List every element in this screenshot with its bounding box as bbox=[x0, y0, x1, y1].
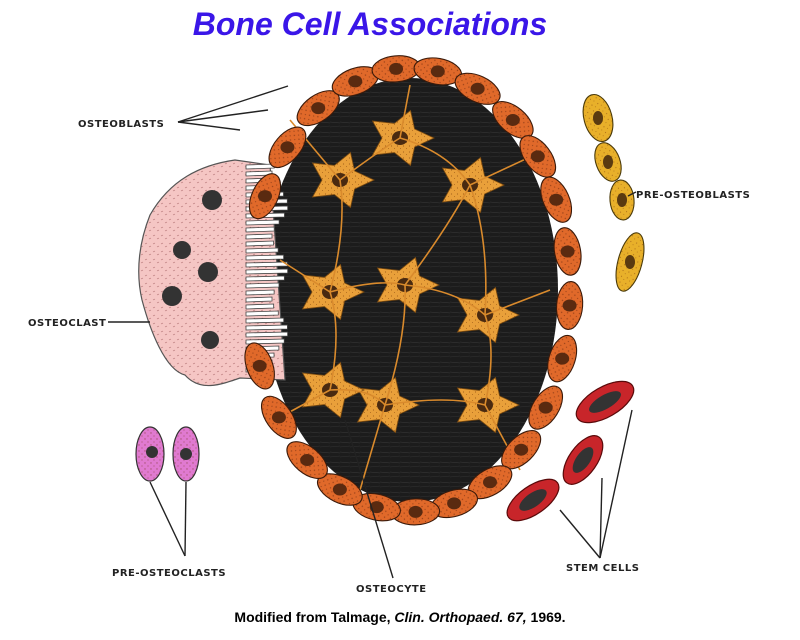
osteoblast-cell bbox=[296, 90, 340, 127]
label-osteocyte: OSTEOCYTE bbox=[356, 584, 427, 595]
label-osteoblasts: OSTEOBLASTS bbox=[78, 119, 164, 130]
citation-journal: Clin. Orthopaed. 67, bbox=[394, 609, 527, 625]
pre-osteoblast-cell bbox=[615, 232, 645, 292]
canaliculi bbox=[274, 84, 551, 491]
leader-lines bbox=[108, 85, 637, 579]
label-pre-osteoblasts: PRE-OSTEOBLASTS bbox=[636, 190, 750, 201]
osteoblast-layer bbox=[244, 55, 584, 526]
osteoblast-cell bbox=[547, 334, 578, 383]
osteoblast-cell bbox=[316, 473, 363, 506]
osteoblast-cell bbox=[371, 55, 421, 83]
osteoblast-cell bbox=[454, 72, 501, 105]
osteoblast-cell bbox=[519, 135, 557, 178]
pre-osteoblast-cells bbox=[582, 93, 645, 292]
pre-osteoclast-cells bbox=[135, 426, 200, 482]
stem-cells bbox=[506, 380, 635, 522]
pre-osteoblast-cell bbox=[594, 142, 622, 182]
diagram-title: Bone Cell Associations bbox=[192, 6, 548, 42]
osteoblast-cell bbox=[391, 498, 441, 526]
osteoblast-cell bbox=[413, 57, 463, 86]
osteoblast-cell bbox=[331, 66, 379, 97]
osteoblast-cell bbox=[555, 280, 584, 330]
citation: Modified from Talmage, Clin. Orthopaed. … bbox=[0, 609, 800, 625]
osteoblast-cell bbox=[528, 385, 564, 430]
label-osteoclast: OSTEOCLAST bbox=[28, 318, 106, 329]
osteoblast-cell bbox=[260, 395, 297, 439]
osteoblast-cell bbox=[244, 342, 275, 390]
osteocyte-cell bbox=[301, 263, 365, 321]
osteoblast-cell bbox=[268, 126, 307, 169]
citation-year: 1969. bbox=[526, 609, 566, 625]
osteoblast-cell bbox=[248, 173, 282, 220]
osteoblast-cell bbox=[286, 441, 328, 479]
pre-osteoblast-cell bbox=[582, 93, 614, 143]
citation-prefix: Modified from Talmage, bbox=[234, 609, 395, 625]
label-stem-cells: STEM CELLS bbox=[566, 563, 639, 574]
osteoblast-cell bbox=[352, 492, 401, 522]
pre-osteoblast-cell bbox=[609, 179, 635, 221]
osteoblast-cell bbox=[501, 430, 542, 470]
osteoblast-cell bbox=[553, 227, 582, 276]
osteoblast-cell bbox=[540, 176, 573, 223]
label-pre-osteoclasts: PRE-OSTEOCLASTS bbox=[112, 568, 226, 579]
osteoblast-cell bbox=[492, 101, 534, 139]
